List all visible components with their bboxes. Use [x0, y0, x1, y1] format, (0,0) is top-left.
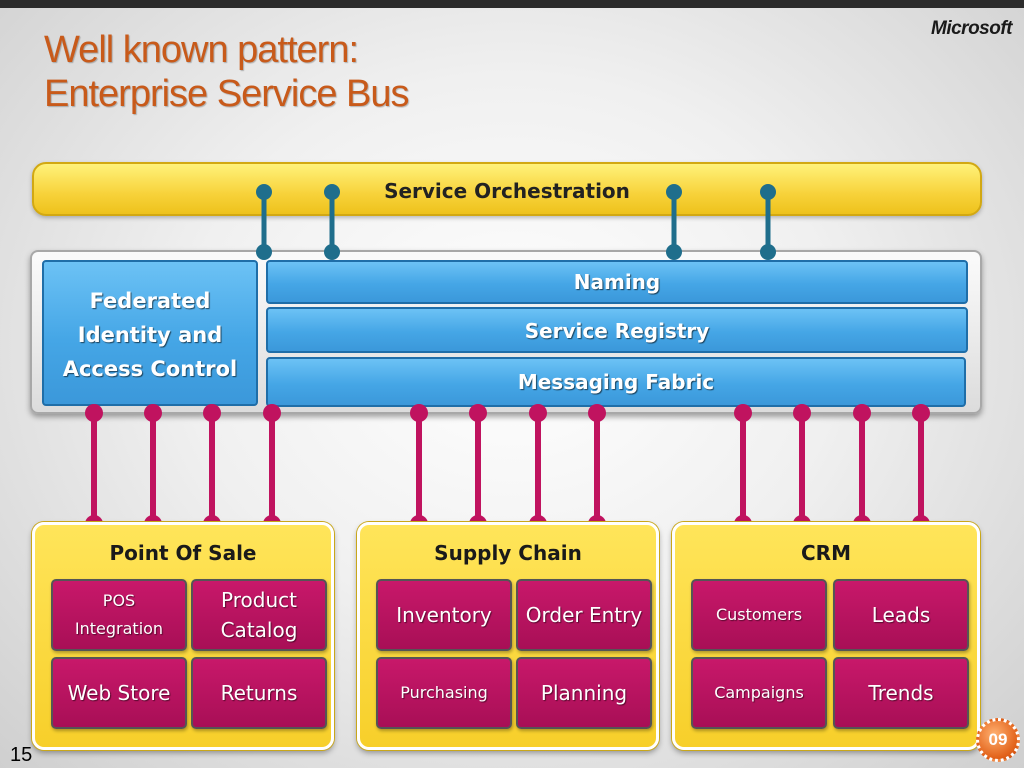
- supply-chain-title: Supply Chain: [434, 541, 582, 565]
- pos-integration-box: POS Integration: [51, 579, 187, 651]
- title-line-2: Enterprise Service Bus: [44, 73, 409, 115]
- purchasing-box: Purchasing: [376, 657, 512, 729]
- returns-box: Returns: [191, 657, 327, 729]
- slide-title: Well known pattern: Enterprise Service B…: [44, 28, 409, 116]
- service-orchestration-bar: Service Orchestration: [32, 162, 982, 216]
- messaging-fabric-box: Messaging Fabric: [266, 357, 966, 407]
- crm-title: CRM: [801, 541, 851, 565]
- title-line-1: Well known pattern:: [44, 29, 359, 71]
- product-catalog-box: Product Catalog: [191, 579, 327, 651]
- bottom-connectors: [85, 404, 930, 533]
- point-of-sale-group: Point Of Sale POS Integration Product Ca…: [32, 522, 334, 750]
- customers-box: Customers: [691, 579, 827, 651]
- planning-box: Planning: [516, 657, 652, 729]
- inventory-box: Inventory: [376, 579, 512, 651]
- web-store-box: Web Store: [51, 657, 187, 729]
- crm-group: CRM Customers Leads Campaigns Trends: [672, 522, 980, 750]
- service-orchestration-label: Service Orchestration: [384, 179, 630, 203]
- federated-line-3: Access Control: [62, 357, 238, 381]
- top-bar: [0, 0, 1024, 8]
- event-badge-icon: 09: [976, 718, 1020, 762]
- leads-box: Leads: [833, 579, 969, 651]
- federated-line-2: Identity and: [77, 323, 223, 347]
- trends-box: Trends: [833, 657, 969, 729]
- campaigns-box: Campaigns: [691, 657, 827, 729]
- supply-chain-group: Supply Chain Inventory Order Entry Purch…: [357, 522, 659, 750]
- microsoft-logo: Microsoft: [931, 18, 1013, 39]
- federated-line-1: Federated: [89, 289, 211, 313]
- service-registry-box: Service Registry: [266, 307, 968, 353]
- order-entry-box: Order Entry: [516, 579, 652, 651]
- naming-box: Naming: [266, 260, 968, 304]
- slide-number: 15: [10, 744, 33, 766]
- point-of-sale-title: Point Of Sale: [109, 541, 257, 565]
- federated-identity-box: Federated Identity and Access Control: [42, 260, 258, 406]
